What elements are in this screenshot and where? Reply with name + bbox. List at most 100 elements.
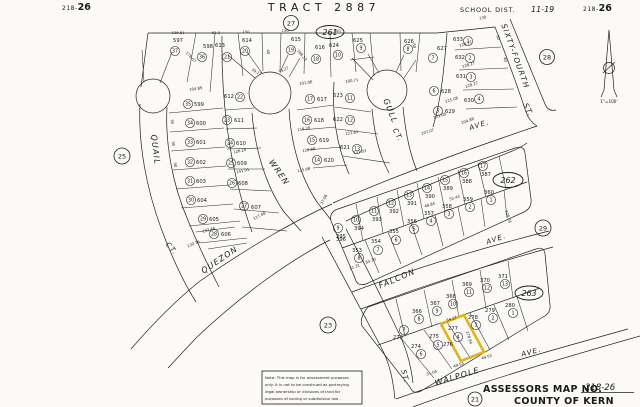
parcel-boundary (437, 176, 446, 212)
lot-number: 1 (466, 39, 469, 45)
lot-number-circle (185, 137, 195, 147)
lot-number-circle (170, 46, 180, 56)
lot-number-circle (302, 115, 312, 125)
school-district-value: 11-19 (531, 5, 554, 14)
highlighted-parcel[interactable] (439, 313, 486, 363)
parcel-number: 360 (484, 190, 494, 196)
parcel-number: 628 (441, 89, 451, 95)
dimension-label: 39.27 (277, 65, 289, 75)
parcel-number: 358 (442, 204, 452, 210)
parcel-boundary (336, 128, 379, 135)
dimension-label: 95 (170, 119, 175, 125)
dimension-label: 130 (281, 28, 289, 33)
parcel-boundary (457, 206, 465, 237)
street-name: AVE. (484, 232, 507, 247)
dimension-label: 150 (333, 28, 341, 33)
parcel-number: 608 (238, 181, 248, 187)
dimension-label: 60 (412, 43, 418, 49)
note-line: Note: This map is for assessment purpose… (265, 375, 349, 380)
page-reference: 27 (283, 15, 299, 31)
parcel-boundary (369, 32, 375, 77)
parcel-boundary (399, 32, 402, 72)
falcon-ave-se (360, 246, 554, 310)
lot-number: 11 (371, 209, 377, 215)
lot-number: 4 (477, 97, 480, 103)
sixty-fourth-east (509, 18, 557, 111)
lot-number-circle (185, 157, 195, 167)
lot-number-circle (222, 52, 232, 62)
parcel-number: 619 (319, 138, 329, 144)
street-name: CT. (391, 127, 405, 143)
lot-number-circle (307, 135, 317, 145)
lot-number-circle (464, 287, 474, 297)
lot-number: 13 (502, 282, 508, 288)
lot-number: 18 (313, 57, 319, 63)
block-number: 263 (521, 289, 536, 298)
dimension-label: 128.27 (458, 39, 473, 48)
parcel-boundary (312, 164, 348, 169)
parcel-number: 355 (389, 229, 399, 235)
parcel-boundary (507, 260, 514, 299)
parcel-number: 392 (389, 209, 399, 215)
parcel-number: 631 (456, 74, 466, 80)
lot-number-circle (482, 283, 492, 293)
west-edge (140, 32, 149, 88)
sheet-number-top-left: 218-26 (62, 2, 91, 13)
sheet-number-top-right: 218-26 (583, 3, 612, 14)
dimension-label: 123.61 (345, 129, 360, 136)
dimension-label: 100.71 (345, 77, 359, 84)
parcel-number: 612 (224, 94, 234, 100)
parcel-boundary (387, 231, 402, 265)
dimension-label: 30.20 (365, 256, 377, 265)
lot-number: 4 (456, 335, 459, 341)
parcel-boundary (395, 298, 406, 337)
parcel-boundary (170, 146, 226, 152)
lot-number-circle (351, 215, 361, 225)
parcel-boundary (400, 337, 435, 379)
parcel-number: 278 (468, 315, 478, 321)
dimension-label: 117.68 (252, 210, 267, 221)
lot-number: 9 (359, 46, 362, 52)
dimension-label: 128.27 (461, 60, 476, 69)
parcel-boundary (172, 165, 227, 171)
block-walpole (360, 247, 551, 393)
parcel-number: 622 (333, 117, 343, 123)
parcel-boundary (279, 32, 282, 71)
parcel-boundary (446, 321, 472, 360)
page-reference: 23 (319, 316, 337, 334)
lot-number: 24 (227, 141, 233, 147)
dimension-label: 49.53 (481, 352, 493, 360)
parcel-boundary (395, 54, 405, 73)
lot-number: 28 (211, 232, 217, 238)
parcel-number: 627 (437, 46, 447, 52)
page-reference-number: 21 (471, 395, 479, 403)
lot-number: 13 (354, 147, 360, 153)
parcel-boundary (416, 182, 425, 220)
parcel-number: 275 (429, 334, 439, 340)
lot-number-circle (409, 224, 419, 234)
lot-number-circle (478, 161, 488, 171)
parcel-boundary (306, 146, 342, 151)
north-arrow (600, 29, 618, 98)
parcel-boundary (465, 106, 518, 110)
parcel-number: 601 (196, 140, 206, 146)
page-reference: 21 (467, 391, 483, 407)
street-name: CT. (164, 241, 179, 257)
dimension-label: 115.68 (297, 166, 312, 174)
lot-number-circle (459, 168, 469, 178)
lot-number-circle (227, 178, 237, 188)
lot-number: 20 (242, 49, 248, 55)
parcel-boundary (479, 269, 487, 309)
parcel-boundary (516, 296, 529, 332)
